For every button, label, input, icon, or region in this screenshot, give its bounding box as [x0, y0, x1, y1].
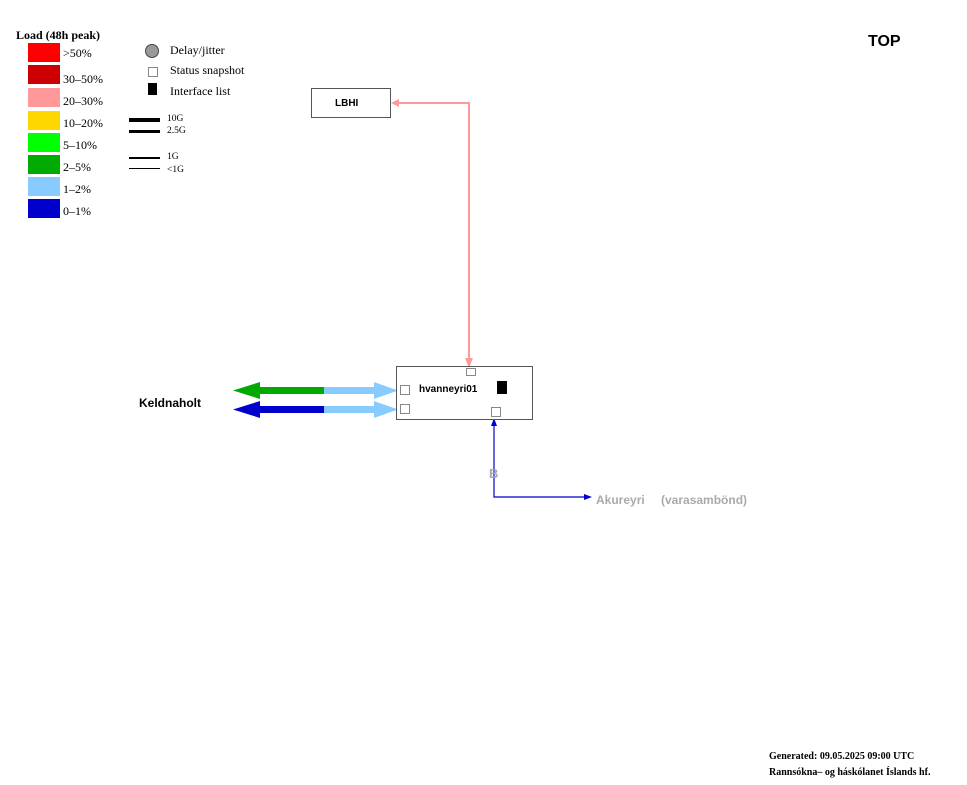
legend-swatch-1-2 — [28, 177, 60, 196]
node-hvanneyri01-label: hvanneyri01 — [419, 384, 478, 395]
link-akureyri-backup[interactable] — [491, 418, 592, 500]
link-keldnaholt-lower[interactable] — [233, 401, 398, 418]
interface-list-icon[interactable] — [497, 381, 507, 394]
line-10g-icon — [129, 118, 160, 122]
legend-swatch-30-50 — [28, 65, 60, 84]
site-keldnaholt[interactable]: Keldnaholt — [139, 396, 201, 410]
legend-label-over-50: >50% — [63, 46, 92, 60]
site-akureyri[interactable]: Akureyri — [596, 493, 645, 507]
interface-list-icon — [148, 83, 157, 95]
line-1g-icon — [129, 157, 160, 159]
footer-generated: Generated: 09.05.2025 09:00 UTC — [769, 751, 915, 762]
legend-label-10-20: 10–20% — [63, 116, 103, 130]
legend-swatch-over-50 — [28, 43, 60, 62]
delay-jitter-icon — [145, 44, 159, 58]
legend-label-5-10: 5–10% — [63, 138, 97, 152]
link-keldnaholt-upper[interactable] — [233, 382, 398, 399]
legend-swatch-5-10 — [28, 133, 60, 152]
site-akureyri-note: (varasambönd) — [661, 493, 748, 507]
legend-swatch-2-5 — [28, 155, 60, 174]
node-hvanneyri01[interactable]: hvanneyri01 — [396, 366, 533, 420]
line-lt1g-icon — [129, 168, 160, 169]
legend-label-30-50: 30–50% — [63, 72, 103, 86]
footer-org: Rannsókna– og háskólanet Íslands hf. — [769, 767, 931, 778]
legend-interfaces-label: Interface list — [170, 84, 231, 98]
status-snapshot-icon[interactable] — [491, 407, 501, 417]
legend-label-1-2: 1–2% — [63, 182, 91, 196]
status-snapshot-icon[interactable] — [400, 404, 410, 414]
line-2-5g-icon — [129, 130, 160, 133]
node-lbhi[interactable]: LBHI — [311, 88, 391, 118]
legend-delay-label: Delay/jitter — [170, 43, 225, 57]
legend-label-20-30: 20–30% — [63, 94, 103, 108]
map-title: TOP — [868, 33, 901, 50]
legend-2-5g-label: 2.5G — [167, 126, 186, 136]
legend-swatch-10-20 — [28, 111, 60, 130]
legend-title: Load (48h peak) — [16, 28, 101, 42]
legend-10g-label: 10G — [167, 114, 184, 124]
legend-1g-label: 1G — [167, 152, 179, 162]
status-snapshot-icon[interactable] — [466, 368, 476, 376]
legend-label-0-1: 0–1% — [63, 204, 91, 218]
backup-marker: B — [489, 466, 499, 481]
legend-lt1g-label: <1G — [167, 165, 184, 175]
legend-swatch-0-1 — [28, 199, 60, 218]
legend-swatch-20-30 — [28, 88, 60, 107]
link-lbhi-hvanneyri[interactable] — [391, 99, 473, 368]
status-snapshot-icon — [148, 67, 158, 77]
status-snapshot-icon[interactable] — [400, 385, 410, 395]
node-lbhi-label: LBHI — [335, 98, 359, 109]
legend-status-label: Status snapshot — [170, 63, 245, 77]
legend-label-2-5: 2–5% — [63, 160, 91, 174]
